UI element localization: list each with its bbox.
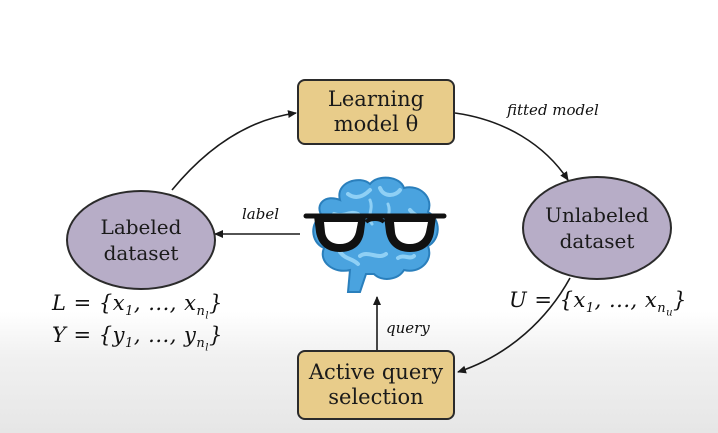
- formula-U-subn: n: [657, 301, 667, 317]
- unlabeled-dataset-line1: Unlabeled: [545, 203, 649, 227]
- formula-L-subn: n: [196, 304, 206, 320]
- labeled-dataset-node: Labeled dataset: [66, 190, 216, 290]
- formula-L-prefix: L = {x: [52, 291, 126, 315]
- formula-L-subl: l: [205, 310, 210, 322]
- learning-model-line1: Learning: [327, 87, 425, 111]
- formula-Y-subl: l: [205, 342, 209, 354]
- arrow-labeled-to-model: [171, 110, 297, 191]
- active-query-line2: selection: [328, 385, 424, 409]
- arrow-model-to-unlabeled: [454, 112, 569, 181]
- unlabeled-dataset-line2: dataset: [559, 229, 635, 253]
- brain-with-glasses-icon: [303, 176, 447, 293]
- edge-label-query: query: [386, 319, 430, 337]
- formula-U-close: }: [673, 288, 687, 312]
- formula-U-mid: , ..., x: [594, 288, 658, 312]
- formula-U: U = {x1, ..., xnu}: [509, 288, 687, 319]
- formula-Y-prefix: Y = {y: [52, 323, 126, 347]
- active-query-line1: Active query: [308, 360, 444, 384]
- formula-Y-subn: n: [196, 336, 206, 352]
- edge-label-fitted-model: fitted model: [507, 101, 599, 119]
- learning-model-box: Learning model θ: [297, 79, 455, 145]
- formula-Y-sub1: 1: [125, 336, 134, 352]
- formula-L-sub1: 1: [125, 304, 134, 320]
- formula-Y-mid: , ..., y: [133, 323, 197, 347]
- formula-Y: Y = {y1, ..., ynl}: [52, 323, 223, 354]
- formula-U-prefix: U = {x: [509, 288, 586, 312]
- formula-L-mid: , ..., x: [133, 291, 197, 315]
- edge-label-label: label: [242, 205, 280, 223]
- arrow-unlabeled-to-query: [457, 277, 571, 374]
- formula-L-close: }: [209, 291, 223, 315]
- labeled-dataset-line2: dataset: [103, 241, 179, 265]
- learning-model-line2: model θ: [333, 112, 419, 136]
- formula-U-subu: u: [666, 307, 674, 319]
- formula-U-sub1: 1: [585, 301, 595, 317]
- active-query-selection-box: Active query selection: [297, 350, 455, 420]
- formula-L: L = {x1, ..., xnl}: [52, 291, 223, 322]
- unlabeled-dataset-node: Unlabeled dataset: [522, 176, 672, 280]
- formula-Y-close: }: [209, 323, 223, 347]
- labeled-dataset-line1: Labeled: [100, 215, 182, 239]
